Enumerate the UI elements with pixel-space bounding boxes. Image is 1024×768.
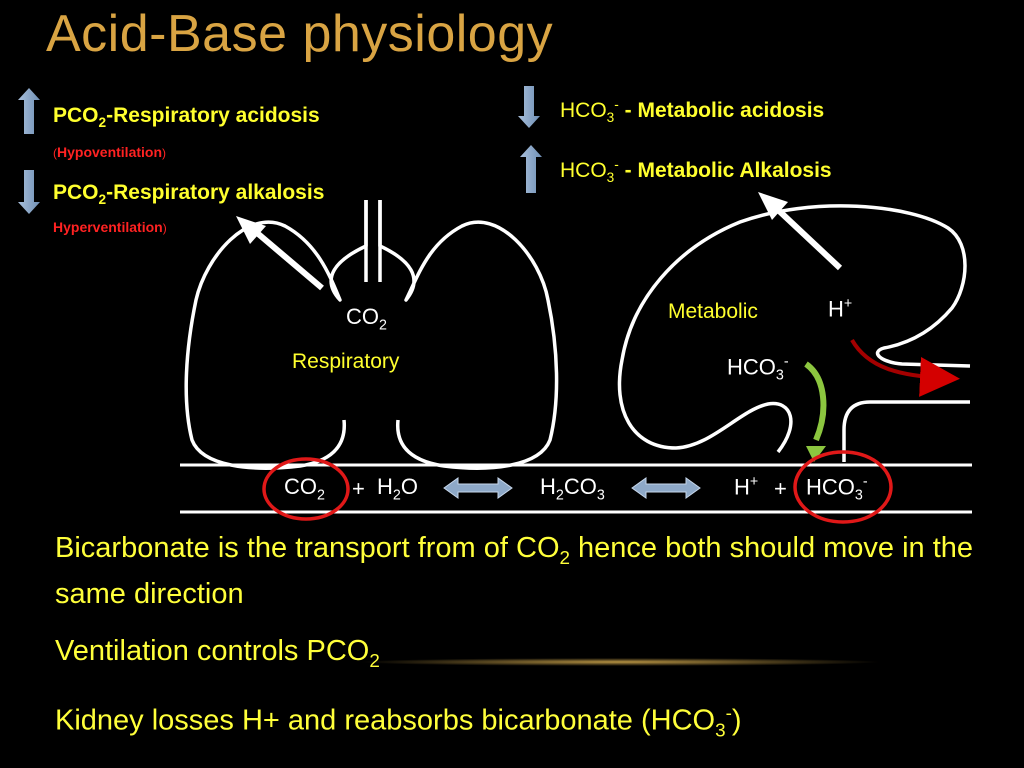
highlight-circle [262, 457, 350, 521]
kidney-hco3-label: HCO3- [727, 354, 789, 384]
equation-plus: + [352, 476, 365, 501]
legend-metabolic-alkalosis: HCO3- - Metabolic Alkalosis [560, 157, 832, 186]
bullet-bicarbonate: Bicarbonate is the transport from of CO2… [55, 532, 974, 610]
double-arrow-icon [443, 477, 513, 499]
equation-plus: + [774, 476, 787, 501]
kidney-h-label: H+ [828, 296, 853, 322]
legend-metabolic-acidosis: HCO3- - Metabolic acidosis [560, 97, 825, 126]
lung-co2-label: CO2 [346, 304, 387, 334]
green-arrow-icon [804, 361, 827, 462]
bullet-ventilation: Ventilation controls PCO2 [55, 635, 380, 671]
lung-respiratory-label: Respiratory [292, 350, 400, 373]
legend-respiratory-alkalosis: PCO2-Respiratory alkalosis [53, 181, 325, 208]
legend-hypoventilation-note: (Hypoventilation) [53, 144, 167, 160]
equation-h2co3: H2CO3 [540, 474, 605, 504]
kidney-outline [617, 204, 971, 462]
curved-red-arrow-icon [850, 338, 960, 397]
highlight-circle [793, 450, 893, 524]
up-arrow-icon [520, 145, 542, 193]
bullet-kidney: Kidney losses H+ and reabsorbs bicarbona… [55, 702, 742, 741]
legend-respiratory-acidosis: PCO2-Respiratory acidosis [53, 104, 320, 131]
down-arrow-icon [18, 170, 40, 214]
equation-hco3: HCO3- [806, 474, 868, 504]
equation-h-ion: H+ [734, 474, 759, 500]
kidney-metabolic-label: Metabolic [668, 300, 758, 323]
page-title: Acid-Base physiology [46, 5, 554, 63]
white-arrow-icon [236, 216, 324, 291]
equation-co2: CO2 [284, 474, 325, 504]
down-arrow-icon [518, 86, 540, 128]
equation-h2o: H2O [377, 474, 418, 504]
legend-hyperventilation-note: Hyperventilation) [53, 219, 167, 235]
up-arrow-icon [18, 88, 40, 134]
decorative-glow [360, 658, 880, 666]
lungs-outline [184, 200, 559, 470]
white-arrow-icon [758, 192, 843, 271]
double-arrow-icon [631, 477, 701, 499]
